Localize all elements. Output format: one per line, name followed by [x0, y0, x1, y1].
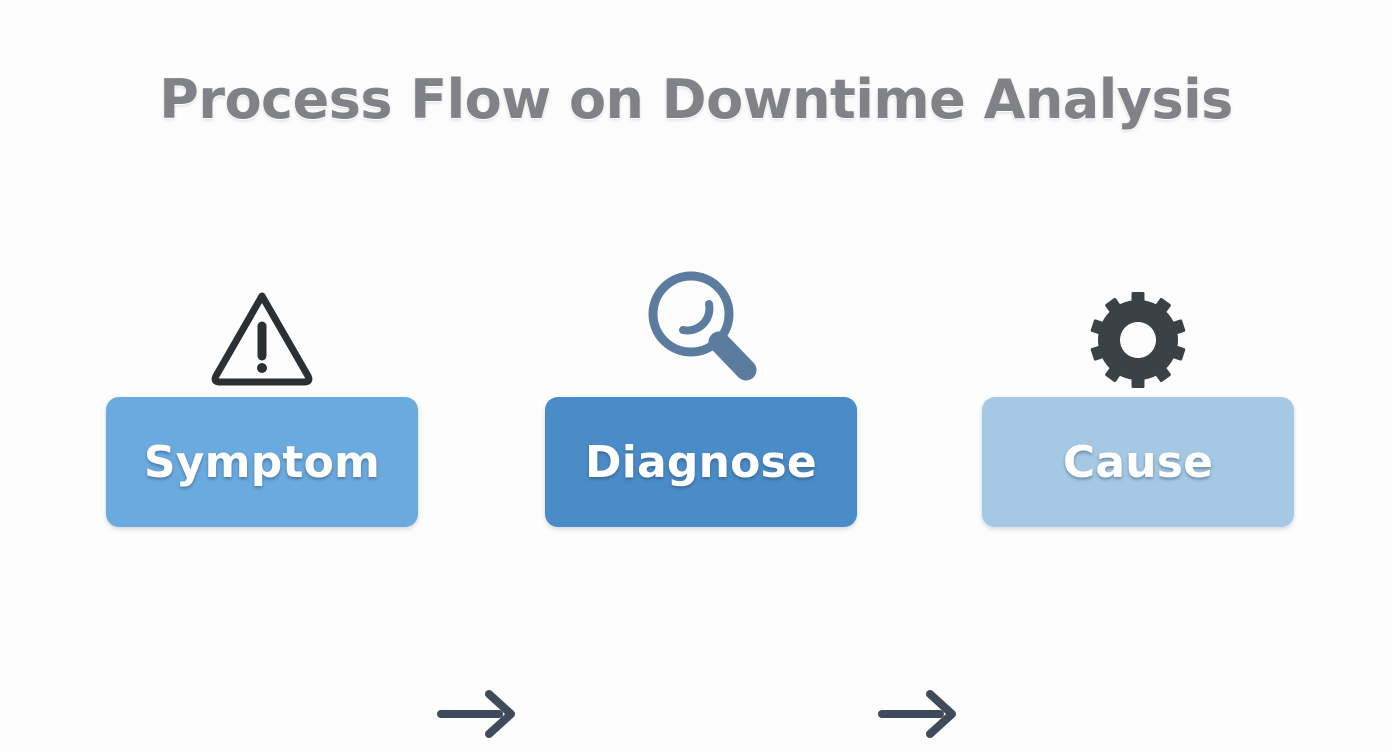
gear-icon	[982, 250, 1294, 390]
flow-box-label: Symptom	[143, 436, 381, 488]
flow-step-cause[interactable]: Cause	[982, 250, 1294, 540]
flow-box-label: Cause	[1062, 436, 1214, 488]
page-title: Process Flow on Downtime Analysis	[159, 68, 1233, 131]
arrow-right-icon-2	[878, 685, 964, 743]
warning-triangle-icon	[106, 250, 418, 390]
flow-step-symptom[interactable]: Symptom	[106, 250, 418, 540]
flow-box-cause[interactable]: Cause	[982, 397, 1294, 527]
arrow-right-icon-1	[437, 685, 523, 743]
magnifying-glass-icon	[545, 250, 857, 390]
flow-step-diagnose[interactable]: Diagnose	[545, 250, 857, 540]
process-flow-row: Symptom Diagnose	[0, 250, 1392, 738]
flow-box-diagnose[interactable]: Diagnose	[545, 397, 857, 527]
flow-box-symptom[interactable]: Symptom	[106, 397, 418, 527]
flow-box-label: Diagnose	[585, 436, 817, 488]
